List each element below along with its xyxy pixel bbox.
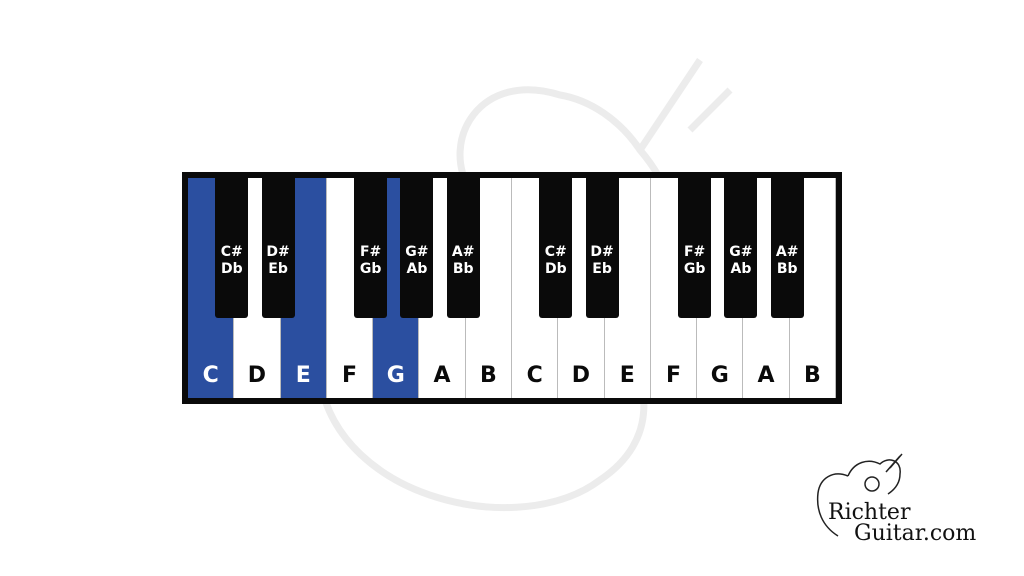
white-key-label: F <box>665 363 681 388</box>
flat-label: Gb <box>683 261 706 277</box>
white-key-label: D <box>247 363 267 388</box>
white-key-label: G <box>710 363 729 388</box>
sharp-label: G# <box>729 244 753 260</box>
black-key-label: D#Eb <box>586 244 619 278</box>
sharp-label: D# <box>266 244 290 260</box>
black-key-label: A#Bb <box>771 244 804 278</box>
black-key[interactable]: G#Ab <box>724 178 758 318</box>
black-key[interactable]: F#Gb <box>678 178 712 318</box>
black-key[interactable]: C#Db <box>215 178 249 318</box>
sharp-label: C# <box>544 244 567 260</box>
black-key-label: G#Ab <box>400 244 433 278</box>
white-key-label: F <box>341 363 357 388</box>
black-key[interactable]: C#Db <box>539 178 573 318</box>
white-key-label: E <box>619 363 635 388</box>
black-key-label: F#Gb <box>354 244 387 278</box>
white-key-label: A <box>433 363 451 388</box>
logo-text-line2: Guitar.com <box>854 521 977 546</box>
flat-label: Eb <box>268 261 288 277</box>
black-key[interactable]: F#Gb <box>354 178 388 318</box>
black-key-label: D#Eb <box>262 244 295 278</box>
black-key[interactable]: A#Bb <box>770 178 804 318</box>
logo-text-line1: Richter <box>828 500 911 525</box>
white-key-label: C <box>202 363 219 388</box>
flat-label: Eb <box>592 261 612 277</box>
flat-label: Ab <box>406 261 428 277</box>
white-key-label: C <box>526 363 543 388</box>
sharp-label: F# <box>359 244 382 260</box>
black-key-label: G#Ab <box>724 244 757 278</box>
sharp-label: G# <box>405 244 429 260</box>
black-key[interactable]: D#Eb <box>261 178 295 318</box>
sharp-label: F# <box>683 244 706 260</box>
white-key-label: A <box>757 363 775 388</box>
sharp-label: A# <box>451 244 475 260</box>
black-key[interactable]: G#Ab <box>400 178 434 318</box>
flat-label: Db <box>220 261 243 277</box>
sharp-label: D# <box>590 244 614 260</box>
white-key-label: B <box>803 363 821 388</box>
black-key-label: C#Db <box>215 244 248 278</box>
black-key[interactable]: A#Bb <box>446 178 480 318</box>
flat-label: Db <box>544 261 567 277</box>
flat-label: Bb <box>776 261 798 277</box>
flat-label: Gb <box>359 261 382 277</box>
white-key-label: G <box>386 363 405 388</box>
white-key-label: B <box>479 363 497 388</box>
white-key-label: D <box>571 363 591 388</box>
richter-guitar-logo: Richter Guitar.com <box>808 448 1008 548</box>
sharp-label: C# <box>220 244 243 260</box>
sharp-label: A# <box>775 244 799 260</box>
flat-label: Bb <box>452 261 474 277</box>
guitar-outline-icon <box>816 453 903 537</box>
white-key-label: E <box>295 363 311 388</box>
flat-label: Ab <box>730 261 752 277</box>
black-key-label: C#Db <box>539 244 572 278</box>
black-key-label: A#Bb <box>447 244 480 278</box>
black-key[interactable]: D#Eb <box>585 178 619 318</box>
black-key-label: F#Gb <box>678 244 711 278</box>
